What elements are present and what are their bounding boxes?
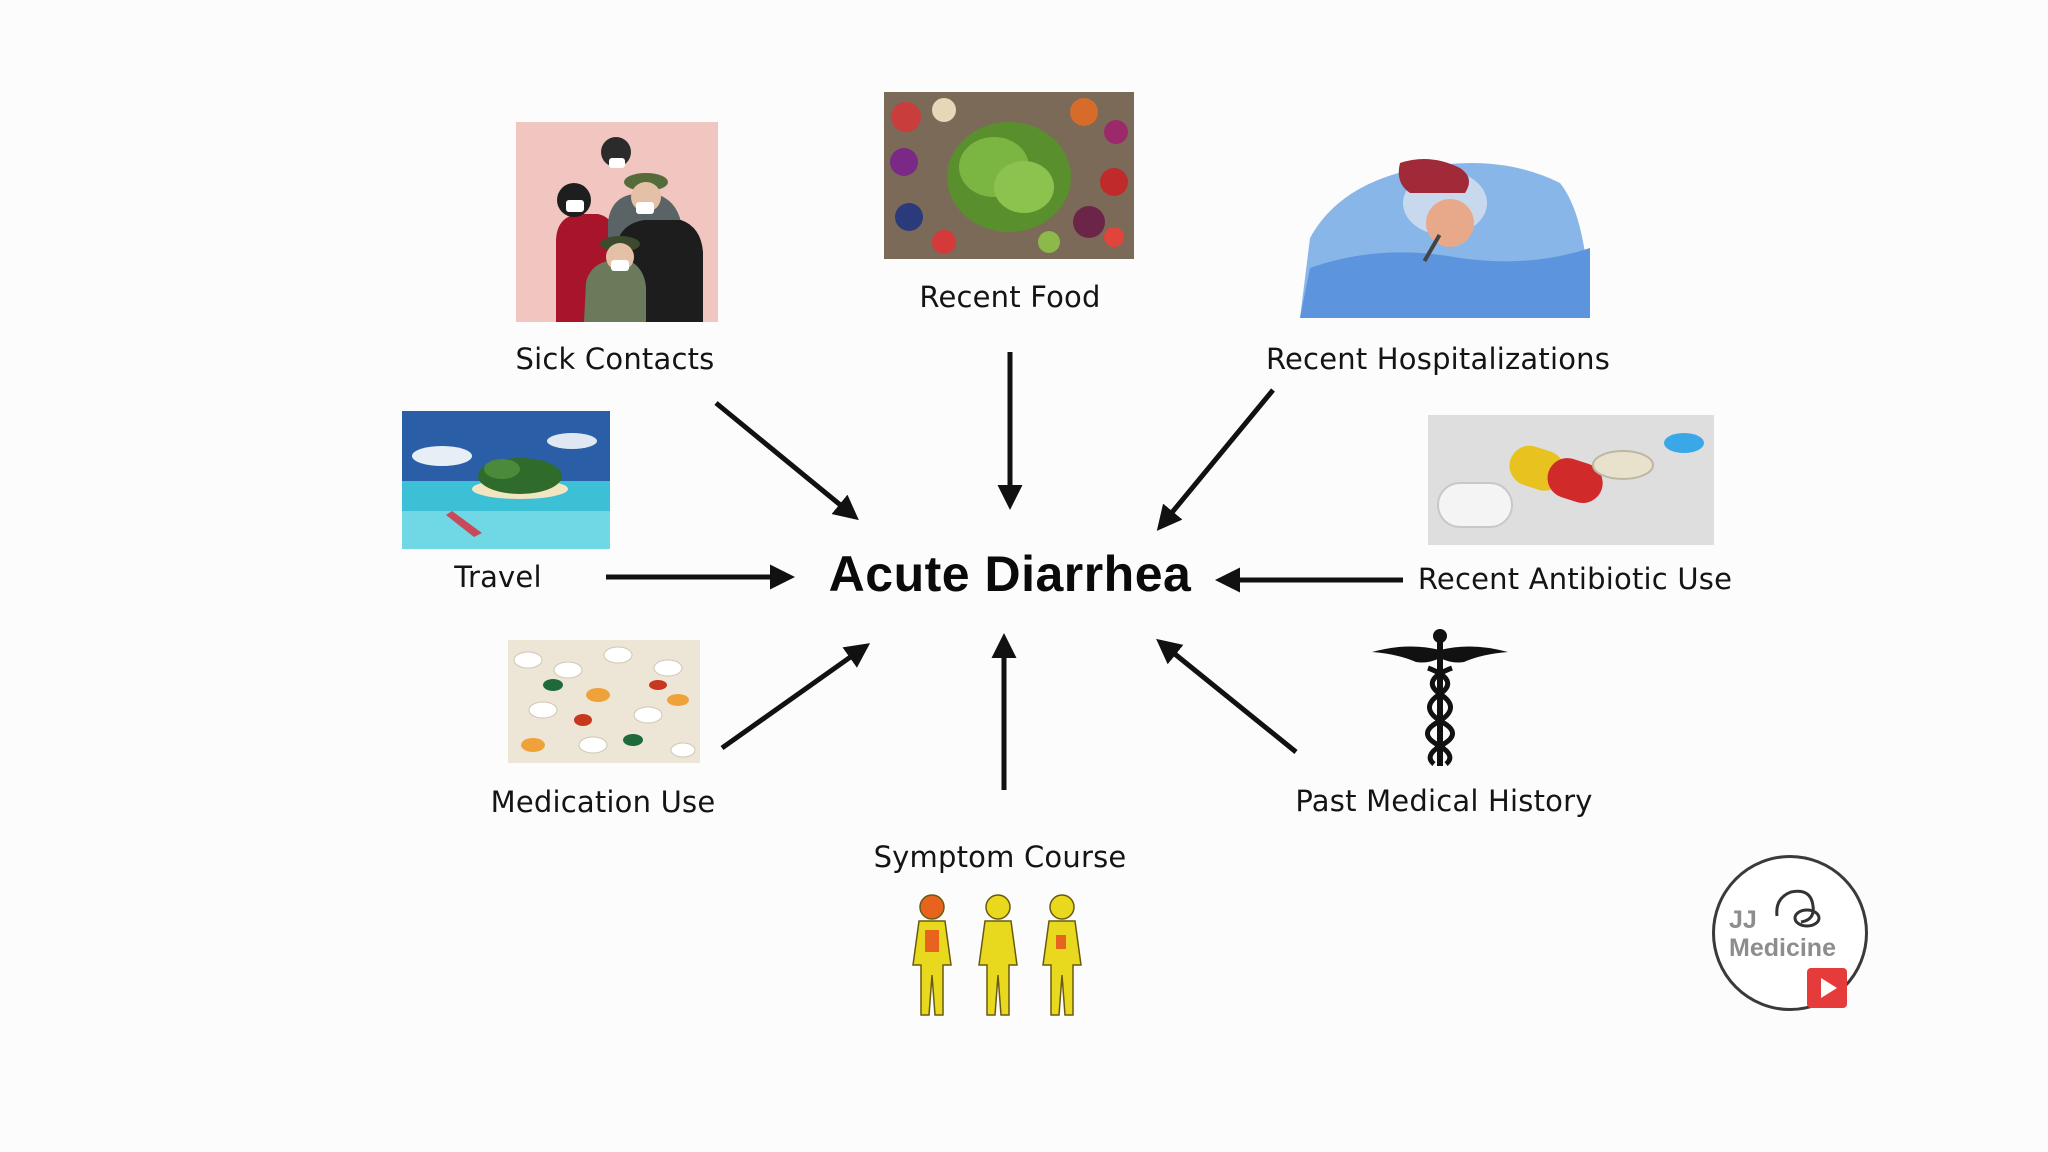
- sick-contacts-image: [516, 122, 718, 322]
- label-recent-hospitalizations: Recent Hospitalizations: [1265, 342, 1611, 376]
- label-medication-use: Medication Use: [490, 785, 716, 819]
- arrow-sick-contacts: [714, 401, 859, 521]
- label-sick-contacts: Sick Contacts: [515, 342, 715, 376]
- logo-text: JJ Medicine: [1729, 906, 1859, 962]
- arrow-recent-hospitalizations: [1156, 388, 1275, 531]
- arrow-medication-use: [720, 643, 871, 751]
- label-travel: Travel: [454, 560, 542, 594]
- logo-line1: JJ: [1729, 906, 1757, 934]
- youtube-icon: [1807, 968, 1847, 1008]
- jj-medicine-logo: JJ Medicine: [1712, 855, 1868, 1011]
- recent-antibiotic-use-image: [1428, 415, 1714, 545]
- caduceus-icon: [1368, 628, 1512, 770]
- travel-image: [402, 411, 610, 549]
- label-past-medical-history: Past Medical History: [1295, 784, 1593, 818]
- logo-line2: Medicine: [1729, 934, 1836, 962]
- label-recent-food: Recent Food: [919, 280, 1101, 314]
- arrow-past-medical-history: [1156, 638, 1298, 754]
- recent-hospitalizations-image: [1300, 148, 1590, 318]
- label-symptom-course: Symptom Course: [873, 840, 1127, 874]
- center-title: Acute Diarrhea: [828, 546, 1192, 602]
- medication-use-image: [508, 640, 700, 763]
- symptom-figures-image: [905, 885, 1085, 1020]
- recent-food-image: [884, 92, 1134, 259]
- label-recent-antibiotic-use: Recent Antibiotic Use: [1417, 562, 1733, 596]
